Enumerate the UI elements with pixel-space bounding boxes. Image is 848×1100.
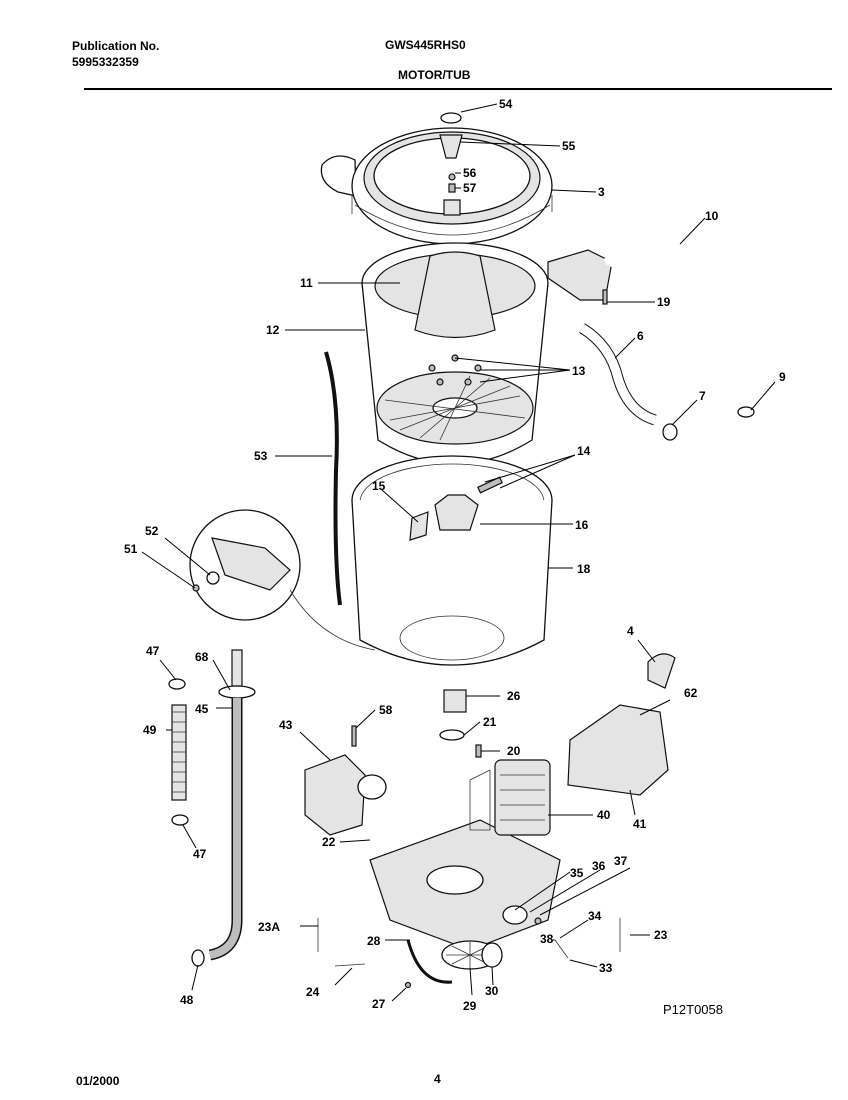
callout-35: 35 bbox=[570, 866, 584, 880]
callout-62: 62 bbox=[684, 686, 698, 700]
callouts: 54 55 56 57 3 10 11 19 12 6 13 7 9 53 14… bbox=[124, 97, 786, 1013]
detail-inset bbox=[189, 509, 376, 651]
callout-18: 18 bbox=[577, 562, 591, 576]
callout-48: 48 bbox=[180, 993, 194, 1007]
publication-number: 5995332359 bbox=[72, 55, 139, 69]
callout-68: 68 bbox=[195, 650, 209, 664]
callout-36: 36 bbox=[592, 859, 606, 873]
callout-12: 12 bbox=[266, 323, 280, 337]
callout-49: 49 bbox=[143, 723, 157, 737]
drain-tube bbox=[324, 351, 342, 606]
springs bbox=[317, 917, 621, 989]
outer-tub-cover bbox=[320, 127, 553, 245]
callout-57: 57 bbox=[463, 181, 477, 195]
callout-27: 27 bbox=[372, 997, 386, 1011]
cover-fittings bbox=[439, 112, 463, 216]
callout-45: 45 bbox=[195, 702, 209, 716]
model-number: GWS445RHS0 bbox=[385, 38, 466, 52]
callout-23A: 23A bbox=[258, 920, 280, 934]
callout-33: 33 bbox=[599, 961, 613, 975]
callout-26: 26 bbox=[507, 689, 521, 703]
section-title: MOTOR/TUB bbox=[398, 68, 471, 82]
drawing-id: P12T0058 bbox=[663, 1002, 723, 1017]
callout-7: 7 bbox=[699, 389, 706, 403]
inner-basket bbox=[361, 242, 549, 465]
callout-56: 56 bbox=[463, 166, 477, 180]
callout-21: 21 bbox=[483, 715, 497, 729]
callout-28: 28 bbox=[367, 934, 381, 948]
callout-40: 40 bbox=[597, 808, 611, 822]
callout-54: 54 bbox=[499, 97, 513, 111]
callout-13: 13 bbox=[572, 364, 586, 378]
callout-53: 53 bbox=[254, 449, 268, 463]
callout-52: 52 bbox=[145, 524, 159, 538]
mounting-base bbox=[369, 689, 561, 984]
callout-23: 23 bbox=[654, 928, 668, 942]
callout-20: 20 bbox=[507, 744, 521, 758]
footer-date: 01/2000 bbox=[76, 1074, 120, 1088]
callout-38: 38 bbox=[540, 932, 554, 946]
callout-3: 3 bbox=[598, 185, 605, 199]
callout-22: 22 bbox=[322, 835, 336, 849]
callout-16: 16 bbox=[575, 518, 589, 532]
motor-shield bbox=[567, 653, 676, 796]
callout-34: 34 bbox=[588, 909, 602, 923]
callout-47-lower: 47 bbox=[193, 847, 207, 861]
callout-29: 29 bbox=[463, 999, 477, 1013]
callout-24: 24 bbox=[306, 985, 320, 999]
callout-30: 30 bbox=[485, 984, 499, 998]
left-hoses bbox=[168, 649, 256, 967]
leader-lines bbox=[141, 103, 776, 1002]
callout-47: 47 bbox=[146, 644, 160, 658]
callout-41: 41 bbox=[633, 817, 647, 831]
callout-55: 55 bbox=[562, 139, 576, 153]
callout-9: 9 bbox=[779, 370, 786, 384]
page-number: 4 bbox=[434, 1072, 441, 1086]
drain-pump bbox=[304, 725, 387, 836]
callout-19: 19 bbox=[657, 295, 671, 309]
outer-tub bbox=[351, 455, 553, 666]
callout-6: 6 bbox=[637, 329, 644, 343]
callout-15: 15 bbox=[372, 479, 386, 493]
callout-58: 58 bbox=[379, 703, 393, 717]
callout-4: 4 bbox=[627, 624, 634, 638]
callout-10: 10 bbox=[705, 209, 719, 223]
callout-43: 43 bbox=[279, 718, 293, 732]
publication-label: Publication No. bbox=[72, 39, 160, 53]
callout-14: 14 bbox=[577, 444, 591, 458]
callout-37: 37 bbox=[614, 854, 628, 868]
callout-11: 11 bbox=[300, 276, 313, 290]
callout-51: 51 bbox=[124, 542, 138, 556]
header-rule bbox=[84, 88, 832, 90]
fill-hose-assembly bbox=[547, 234, 756, 441]
